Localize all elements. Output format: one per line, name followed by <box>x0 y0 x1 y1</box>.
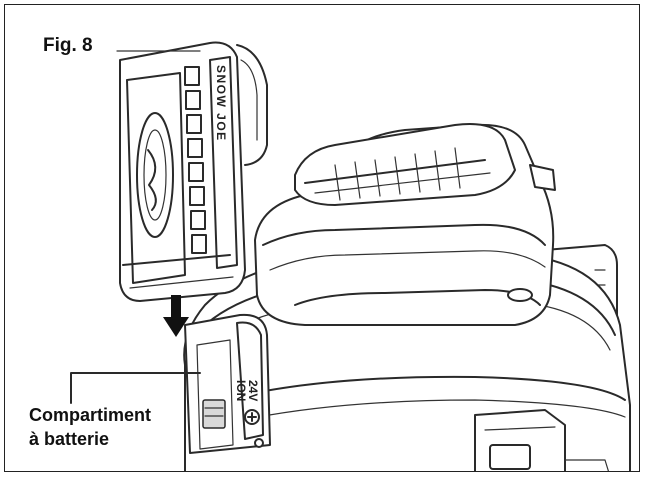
figure-label: Fig. 8 <box>43 35 93 56</box>
battery-brand-label: SNOW JOE <box>214 65 228 142</box>
callout-line-1: Compartiment <box>29 405 152 425</box>
battery-pack <box>119 41 268 302</box>
battery-tech-label: ION <box>234 380 248 401</box>
figure-frame: 24V ION <box>4 4 640 472</box>
battery-voltage-label: 24V <box>246 380 260 401</box>
callout-leader-line <box>70 372 201 404</box>
callout-line-2: à batterie <box>29 429 110 449</box>
vacuum-battery-illustration: 24V ION <box>70 41 631 471</box>
battery-compartment-callout: Compartiment à batterie <box>29 403 151 451</box>
carry-handle <box>294 123 516 206</box>
down-arrow-icon <box>163 295 189 337</box>
battery-contacts <box>202 399 226 429</box>
